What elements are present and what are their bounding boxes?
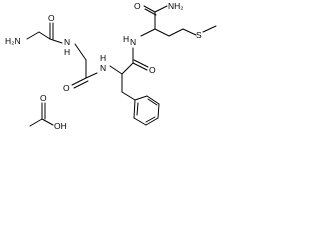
bond-n2-ch [109,65,123,75]
atom-amide-nh-3-h: H [123,34,129,44]
ring-bond-5 [133,117,147,126]
ring-bond-2 [146,95,160,105]
atom-amide-nh-1-h: H [64,47,70,57]
atom-amide-carbonyl-o1: O [48,13,55,23]
bond-c1-n1 [49,38,63,44]
bond-ch2-c1 [38,31,51,40]
ring-double-1 [147,98,158,106]
atom-acetic-o-double: O [40,93,47,103]
ring-bond-1 [134,95,148,101]
bond-c3-o3 [132,62,148,71]
atom-amide-nh-1: N [64,37,70,47]
bond-ch-c3 [121,62,134,75]
bond-c4-nh2 [154,5,168,13]
bond-c3-o3-double [133,59,149,68]
bond-c4-o-double [144,8,157,16]
bond-c2-n2 [85,72,98,79]
bonds [26,5,217,127]
bond-ch3-acetic [29,118,43,127]
atom-acetic-oh: OH [54,121,67,131]
ring-double-2 [145,116,156,123]
bond-acetic-c-oh [41,118,54,126]
bond-ch2-s [182,28,197,36]
ring-double-3 [136,102,139,116]
bond-ch2-ring [121,91,136,101]
atom-amide-nh-2: N [100,63,106,73]
atom-carboxamide-o: O [134,1,141,11]
atom-amine-terminal: H₂N [5,36,21,46]
bond-s-ch3 [202,25,217,33]
atom-amide-nh-2-h: H [100,53,106,63]
bond-n1-ch2 [74,43,87,61]
chemical-structure-diagram: H₂N O N H O N H O N H O NH₂ S O OH [5,1,217,131]
bond-c4-o [143,5,156,13]
bond-n3-ch-met [140,28,156,37]
atom-carboxamide-nh2: NH₂ [168,1,184,11]
bond-c2-o2 [71,77,87,86]
atom-amide-nh-3: N [130,37,136,47]
ring-bond-6 [133,99,136,119]
bond-ch2-ch2 [168,28,184,37]
bond-c2-o2-double [73,80,89,89]
atom-amide-carbonyl-o2: O [63,83,70,93]
bond-h2n-ch2 [26,31,40,40]
ring-bond-3 [157,103,160,119]
ring-bond-4 [145,117,159,126]
atom-labels: H₂N O N H O N H O N H O NH₂ S O OH [5,1,202,131]
atom-sulfur: S [196,30,202,40]
atom-amide-carbonyl-o3: O [149,65,156,75]
bond-ch-met-ch2 [154,28,170,37]
